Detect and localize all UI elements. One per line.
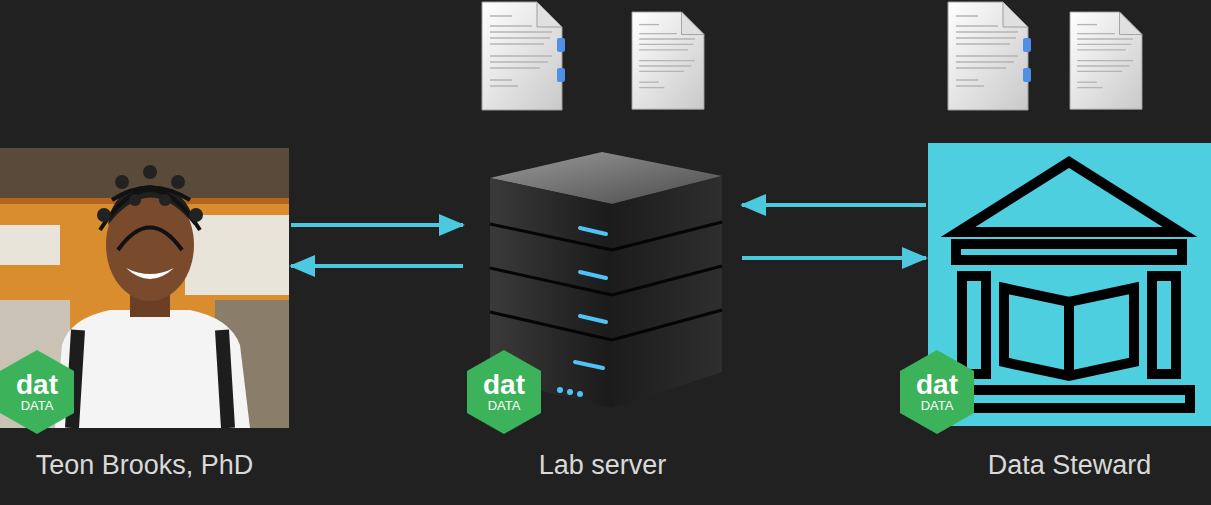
- flow-arrow: [291, 264, 463, 268]
- badge-caption: DATA: [921, 399, 954, 413]
- flow-arrow: [291, 223, 463, 227]
- server-node: Lab serverdatDATA: [465, 145, 740, 415]
- badge-caption: DATA: [21, 399, 54, 413]
- node-label: Teon Brooks, PhD: [36, 450, 254, 481]
- node-label: Lab server: [539, 450, 667, 481]
- badge-caption: DATA: [488, 399, 521, 413]
- dat-badge: datDATA: [0, 350, 74, 434]
- dat-badge: datDATA: [467, 350, 541, 434]
- dat-badge: datDATA: [900, 350, 974, 434]
- badge-logo: dat: [483, 371, 525, 399]
- flow-arrow: [742, 203, 926, 207]
- node-label: Data Steward: [988, 450, 1152, 481]
- badge-logo: dat: [16, 371, 58, 399]
- badge-logo: dat: [916, 371, 958, 399]
- flow-arrow: [742, 256, 926, 260]
- steward-node: Data StewarddatDATA: [928, 143, 1211, 426]
- portrait-photo: [0, 148, 289, 428]
- photo-node: Teon Brooks, PhDdatDATA: [0, 148, 289, 428]
- document-icons: [482, 2, 1142, 110]
